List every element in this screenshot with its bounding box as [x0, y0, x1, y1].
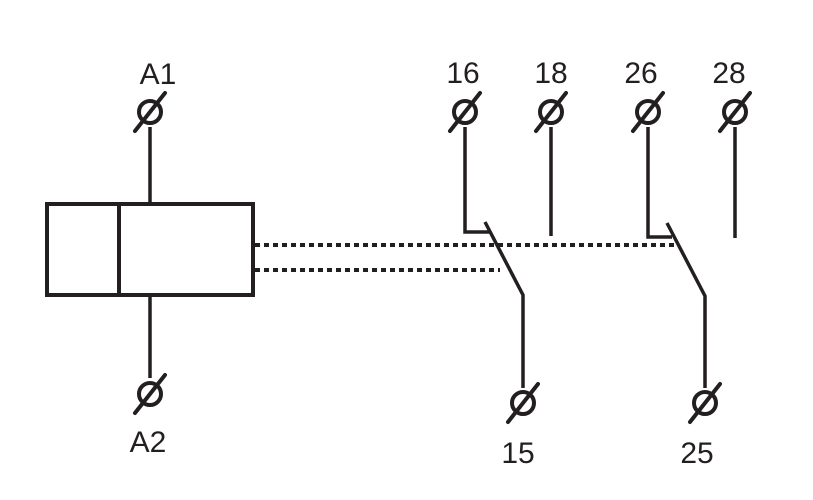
terminal-16-slash	[448, 91, 482, 133]
terminal-25-slash	[688, 382, 722, 424]
terminal-26-slash	[631, 91, 665, 133]
terminal-a1-slash	[133, 91, 167, 133]
label-18: 18	[534, 57, 567, 90]
terminal-18	[534, 91, 568, 133]
label-a2: A2	[130, 426, 167, 459]
contact-15-switch	[483, 221, 525, 388]
contact-set-1	[463, 127, 553, 388]
contact-16-wire	[463, 127, 490, 234]
terminal-a2-slash	[133, 373, 167, 415]
mechanical-linkage	[255, 243, 676, 272]
contact-set-2	[646, 127, 737, 388]
terminal-25	[688, 382, 722, 424]
label-28: 28	[712, 57, 745, 90]
label-26: 26	[624, 57, 657, 90]
terminal-a2	[133, 373, 167, 415]
label-a1: A1	[140, 58, 177, 91]
terminal-18-slash	[534, 91, 568, 133]
label-25: 25	[680, 437, 713, 470]
terminal-a1	[133, 91, 167, 133]
terminal-26	[631, 91, 665, 133]
contact-26-wire	[646, 127, 672, 239]
coil-box	[45, 202, 255, 297]
terminal-16	[448, 91, 482, 133]
terminal-28	[718, 91, 752, 133]
label-16: 16	[446, 57, 479, 90]
relay-coil	[45, 127, 255, 378]
label-15: 15	[501, 437, 534, 470]
terminal-15-slash	[506, 382, 540, 424]
terminal-15	[506, 382, 540, 424]
terminal-28-slash	[718, 91, 752, 133]
contact-25-switch	[665, 222, 707, 388]
